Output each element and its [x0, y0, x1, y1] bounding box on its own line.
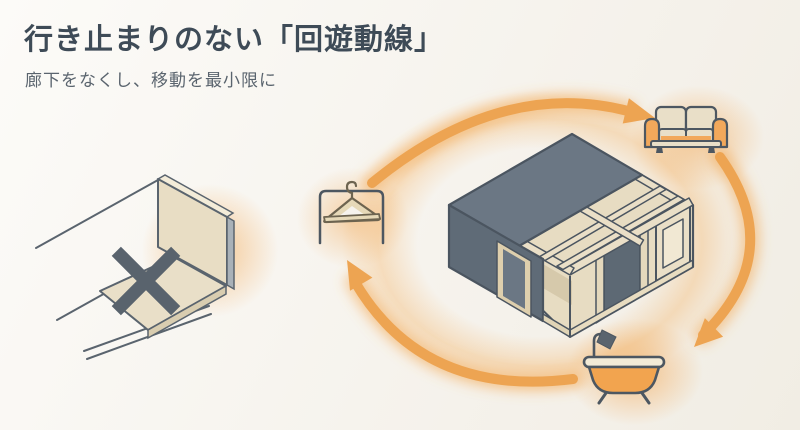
page-subtitle: 廊下をなくし、移動を最小限に — [25, 71, 277, 90]
hanger-icon — [318, 180, 385, 245]
dead-end-corridor-illustration — [35, 174, 235, 360]
floor-plan-model-icon — [447, 132, 695, 338]
sofa-icon — [643, 105, 729, 153]
arrowhead-up-icon — [347, 260, 373, 291]
arrow-bottom — [350, 277, 578, 387]
arrow-top — [367, 98, 633, 188]
bathtub-icon — [582, 329, 666, 405]
page-title: 行き止まりのない「回遊動線」 — [24, 24, 445, 56]
